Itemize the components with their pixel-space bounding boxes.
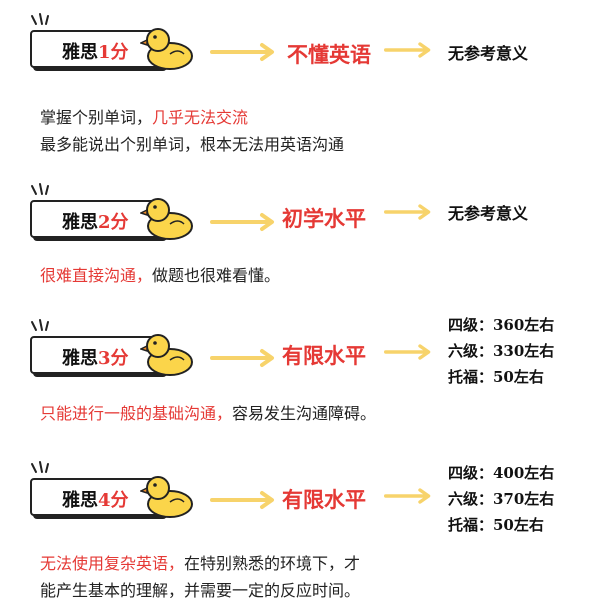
- sparkle-lines-icon: [31, 183, 49, 195]
- rubber-duck-icon: [140, 476, 193, 518]
- reference-label: 无参考意义: [448, 44, 529, 63]
- level-label: 有限水平: [282, 487, 366, 512]
- badge-label: 雅思2分: [62, 212, 129, 233]
- exam-cet6: 六级：330左右: [448, 342, 555, 360]
- sparkle-lines-icon: [31, 13, 49, 25]
- score-badge: 雅思1分: [28, 12, 198, 72]
- exam-toefl: 托福：50左右: [448, 516, 544, 534]
- level-label: 有限水平: [282, 343, 366, 368]
- section-score-4: 雅思4分 有限水平 四级：400左右 六级：370左右 托福：50左右 无法使用…: [0, 460, 614, 610]
- badge-label: 雅思1分: [62, 42, 129, 63]
- exam-cet4: 四级：360左右: [448, 316, 555, 334]
- sparkle-lines-icon: [31, 461, 49, 473]
- arrow-right-icon: [384, 42, 431, 58]
- arrow-right-icon: [210, 43, 274, 61]
- section-score-2: 雅思2分 初学水平 无参考意义 很难直接沟通，做题也很难看懂。: [0, 182, 614, 332]
- rubber-duck-icon: [140, 198, 193, 240]
- badge-box: 雅思2分: [30, 200, 164, 238]
- description: 无法使用复杂英语，在特别熟悉的环境下，才 能产生基本的理解，并需要一定的反应时间…: [40, 550, 360, 604]
- description-line: 掌握个别单词，几乎无法交流: [40, 108, 249, 127]
- badge-box: 雅思3分: [30, 336, 164, 374]
- level-label: 不懂英语: [287, 42, 371, 67]
- arrow-right-icon: [384, 344, 431, 360]
- description: 掌握个别单词，几乎无法交流 最多能说出个别单词，根本无法用英语沟通: [40, 104, 344, 158]
- badge-label: 雅思4分: [62, 490, 129, 511]
- rubber-duck-icon: [140, 28, 193, 70]
- level-label: 初学水平: [282, 206, 366, 231]
- arrow-right-icon: [210, 213, 274, 231]
- arrow-right-icon: [384, 204, 431, 220]
- arrow-right-icon: [210, 491, 274, 509]
- description: 很难直接沟通，做题也很难看懂。: [40, 262, 280, 289]
- exam-cet6: 六级：370左右: [448, 490, 555, 508]
- exam-equivalents: 四级：360左右 六级：330左右 托福：50左右: [448, 312, 554, 390]
- description-line: 最多能说出个别单词，根本无法用英语沟通: [40, 135, 345, 154]
- sparkle-lines-icon: [31, 319, 49, 331]
- reference-label: 无参考意义: [448, 204, 529, 223]
- section-score-1: 雅思1分 不懂英语 无参考意义 掌握个别单词，几乎无法交流 最多能说出个别单词，…: [0, 12, 614, 162]
- description-line: 无法使用复杂英语，在特别熟悉的环境下，才: [40, 554, 361, 573]
- arrow-right-icon: [384, 488, 431, 504]
- description-line: 能产生基本的理解，并需要一定的反应时间。: [40, 581, 361, 600]
- description-line: 只能进行一般的基础沟通，容易发生沟通障碍。: [40, 404, 377, 423]
- exam-toefl: 托福：50左右: [448, 368, 544, 386]
- section-score-3: 雅思3分 有限水平 四级：360左右 六级：330左右 托福：50左右 只能进行…: [0, 316, 614, 468]
- score-badge: 雅思4分: [28, 460, 198, 520]
- badge-label: 雅思3分: [62, 348, 129, 369]
- description: 只能进行一般的基础沟通，容易发生沟通障碍。: [40, 400, 376, 427]
- arrow-right-icon: [210, 349, 274, 367]
- description-line: 很难直接沟通，做题也很难看懂。: [40, 266, 281, 285]
- rubber-duck-icon: [140, 334, 193, 376]
- score-badge: 雅思3分: [28, 318, 198, 378]
- exam-equivalents: 四级：400左右 六级：370左右 托福：50左右: [448, 460, 554, 538]
- score-badge: 雅思2分: [28, 182, 198, 242]
- exam-cet4: 四级：400左右: [448, 464, 555, 482]
- badge-box: 雅思4分: [30, 478, 164, 516]
- badge-box: 雅思1分: [30, 30, 164, 68]
